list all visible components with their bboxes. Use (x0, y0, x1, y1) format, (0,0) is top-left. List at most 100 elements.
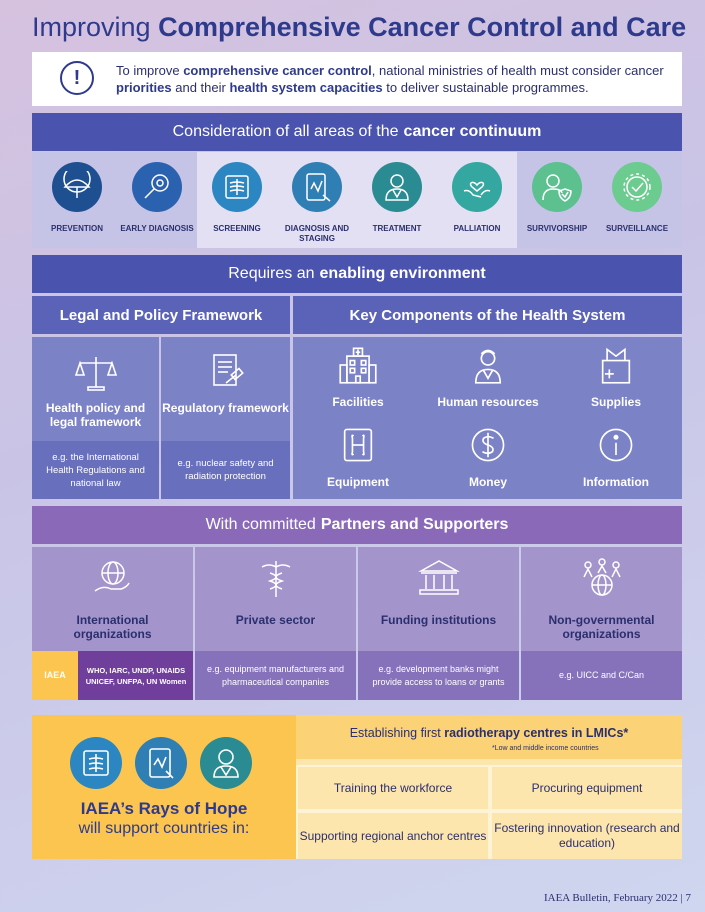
exclamation-icon: ! (60, 61, 94, 95)
stage-treatment: TREATMENT (357, 152, 437, 248)
intro-part: priorities (116, 80, 172, 95)
stage-survivorship: SURVIVORSHIP (517, 152, 597, 248)
rays-of-hope-subtitle: will support countries in: (78, 820, 250, 837)
rays-of-hope-panel: IAEA’s Rays of Hope will support countri… (32, 715, 296, 859)
goal-training: Training the workforce (298, 767, 488, 809)
health-item-information: Information (551, 425, 681, 489)
dollar-icon (471, 428, 505, 462)
health-item-human-resources: Human resources (423, 345, 553, 409)
stage-label: TREATMENT (372, 224, 422, 233)
stage-screening: SCREENING (197, 152, 277, 248)
doctor-icon (200, 737, 252, 789)
enabling-band-light: Requires an (228, 265, 315, 282)
continuum-stages: PREVENTION EARLY DIAGNOSIS SCREENING DIAGNO… (32, 152, 682, 248)
person-shield-icon (532, 162, 582, 212)
title-light: Improving (32, 12, 151, 42)
info-icon (599, 428, 633, 462)
iaea-tag: IAEA (32, 651, 78, 700)
stage-diagnosis-and-staging: DIAGNOSIS AND STAGING (277, 152, 357, 248)
headline-bold: radiotherapy centres in LMICs* (444, 726, 629, 740)
rays-of-hope-title: IAEA’s Rays of Hope (80, 799, 248, 818)
partner-private-sector: Private sector e.g. equipment manufacture… (195, 547, 356, 700)
intro-part: , national ministries of health must con… (371, 63, 664, 78)
health-item-supplies: Supplies (551, 345, 681, 409)
legal-item-title: Health policy and legal framework (45, 401, 146, 429)
radiotherapy-headline: Establishing first radiotherapy centres … (296, 726, 682, 740)
scales-icon (74, 357, 117, 391)
partners-band-bold: Partners and Supporters (320, 516, 509, 533)
tablet-xray-icon (292, 162, 342, 212)
lmic-footnote: *Low and middle income countries (492, 745, 599, 752)
stage-label: SCREENING (213, 224, 261, 233)
globe-hand-icon (94, 561, 130, 592)
health-item-facilities: Facilities (293, 345, 423, 409)
continuum-band-bold: cancer continuum (403, 123, 542, 140)
health-item-title: Equipment (327, 475, 389, 489)
health-system-header: Key Components of the Health System (293, 296, 682, 334)
hands-heart-icon (452, 162, 502, 212)
nurse-icon (474, 349, 502, 384)
stage-prevention: PREVENTION (37, 152, 117, 248)
partner-title: International organizations (73, 613, 152, 641)
stage-label: EARLY DIAGNOSIS (120, 224, 194, 233)
xray-icon (212, 162, 262, 212)
stage-label: PREVENTION (50, 224, 103, 233)
footer: IAEA Bulletin, February 2022 | 7 (543, 892, 691, 904)
stage-label: SURVIVORSHIP (526, 224, 588, 233)
partner-title: Funding institutions (380, 613, 497, 627)
xray-bone-icon (343, 428, 373, 462)
bank-icon (417, 560, 460, 595)
intro-part: comprehensive cancer control (183, 63, 372, 78)
tablet-xray-icon (135, 737, 187, 789)
health-item-title: Human resources (437, 395, 539, 409)
partner-example: e.g. equipment manufacturers and pharmac… (195, 651, 356, 700)
intro-text: To improve comprehensive cancer control,… (116, 62, 676, 96)
iaea-partners-strip: IAEA WHO, IARC, UNDP, UNAIDS UNICEF, UNFP… (32, 651, 193, 700)
page-title: Improving Comprehensive Cancer Control a… (32, 12, 686, 43)
partner-example: e.g. UICC and C/Can (521, 651, 682, 700)
goal-anchor-centres: Supporting regional anchor centres (298, 813, 488, 859)
title-bold: Comprehensive Cancer Control and Care (158, 12, 687, 42)
legal-header: Legal and Policy Framework (32, 296, 290, 334)
xray-icon (70, 737, 122, 789)
health-item-equipment: Equipment (293, 425, 423, 489)
document-gavel-icon (212, 354, 244, 386)
intro-box: ! To improve comprehensive cancer contro… (32, 52, 682, 106)
continuum-band-light: Consideration of all areas of the (172, 123, 399, 140)
intro-part: health system capacities (229, 80, 383, 95)
intro-part: to deliver sustainable programmes. (382, 80, 589, 95)
legal-item-health-policy: Health policy and legal framework e.g. t… (32, 337, 159, 499)
legal-item-title: Regulatory framework (162, 401, 289, 415)
partners-band-light: With committed (205, 516, 316, 533)
stage-label: PALLIATION (453, 224, 501, 233)
health-item-title: Money (468, 475, 507, 489)
doctor-icon (372, 162, 422, 212)
health-item-money: Money (423, 425, 553, 489)
caduceus-icon (261, 561, 290, 597)
goal-innovation: Fostering innovation (research and educa… (492, 813, 682, 859)
radiotherapy-headline-box: Establishing first radiotherapy centres … (296, 715, 682, 759)
stage-palliation: PALLIATION (437, 152, 517, 248)
supplies-box-icon (601, 347, 631, 384)
legal-item-example: e.g. nuclear safety and radiation protec… (161, 441, 290, 499)
umbrella-icon (52, 162, 102, 212)
hospital-icon (339, 347, 377, 384)
stage-label: DIAGNOSIS AND STAGING (284, 224, 350, 243)
partner-title: Private sector (235, 613, 316, 627)
headline-light: Establishing first (349, 726, 441, 740)
goal-procuring: Procuring equipment (492, 767, 682, 809)
stage-label: SURVEILLANCE (605, 224, 669, 233)
health-item-title: Facilities (332, 395, 384, 409)
stage-surveillance: SURVEILLANCE (597, 152, 677, 248)
intro-part: and their (171, 80, 230, 95)
people-globe-icon (582, 558, 621, 596)
iaea-partner-list: WHO, IARC, UNDP, UNAIDS UNICEF, UNFPA, U… (85, 665, 187, 686)
enabling-band-bold: enabling environment (319, 265, 486, 282)
